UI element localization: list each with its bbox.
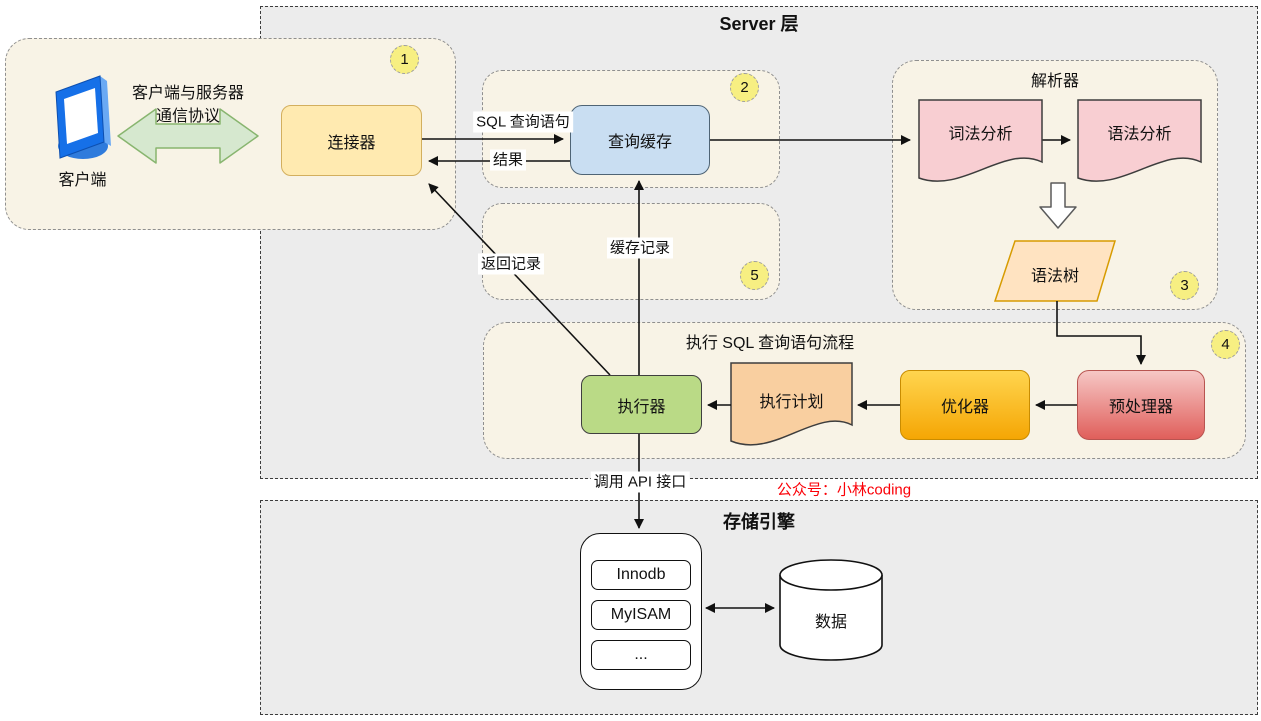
edge-tree-to-preprocessor	[1056, 301, 1146, 365]
engine-row-innodb: Innodb	[591, 560, 691, 590]
exec-plan-label: 执行计划	[759, 394, 824, 411]
edge-label-cache-record: 缓存记录	[606, 237, 674, 259]
server-layer-title: Server 层	[719, 14, 799, 34]
client-server-double-arrow	[117, 108, 259, 164]
edge-label-sql-query: SQL 查询语句	[473, 111, 573, 133]
lexical-analysis-label: 词法分析	[948, 126, 1013, 143]
badge-step-1: 1	[390, 45, 419, 74]
exec-flow-group-title: 执行 SQL 查询语句流程	[685, 335, 855, 352]
client-computer-icon	[55, 75, 111, 159]
syntax-tree-shape	[993, 240, 1117, 302]
protocol-label-line2: 通信协议	[155, 108, 220, 125]
edge-label-call-api: 调用 API 接口	[590, 471, 690, 493]
protocol-label-line1: 客户端与服务器	[131, 85, 244, 102]
edge-label-result: 结果	[489, 149, 527, 171]
preprocessor-node: 预处理器	[1077, 370, 1205, 440]
data-cylinder	[779, 559, 883, 661]
edge-label-return-record: 返回记录	[477, 253, 545, 275]
badge-step-5: 5	[740, 261, 769, 290]
engine-row-myisam: MyISAM	[591, 600, 691, 630]
data-cylinder-label: 数据	[814, 614, 847, 631]
connector-node: 连接器	[281, 105, 422, 176]
storage-engine-title: 存储引擎	[723, 512, 795, 532]
parser-group-title: 解析器	[1030, 73, 1079, 90]
badge-step-3: 3	[1170, 271, 1199, 300]
executor-node: 执行器	[581, 375, 702, 434]
syntactic-analysis-label: 语法分析	[1107, 126, 1172, 143]
client-label: 客户端	[58, 172, 107, 189]
syntactic-analysis-shape	[1077, 99, 1202, 182]
parser-down-arrow	[1039, 182, 1077, 229]
engine-row-other: ...	[591, 640, 691, 670]
syntax-tree-label: 语法树	[1030, 268, 1079, 285]
edge-return-record	[428, 183, 611, 376]
lexical-analysis-shape	[918, 99, 1043, 182]
query-cache-node: 查询缓存	[570, 105, 710, 175]
badge-step-4: 4	[1211, 330, 1240, 359]
exec-plan-shape	[730, 362, 853, 446]
optimizer-node: 优化器	[900, 370, 1030, 440]
watermark-text: 公众号：小林coding	[776, 481, 912, 499]
badge-step-2: 2	[730, 73, 759, 102]
